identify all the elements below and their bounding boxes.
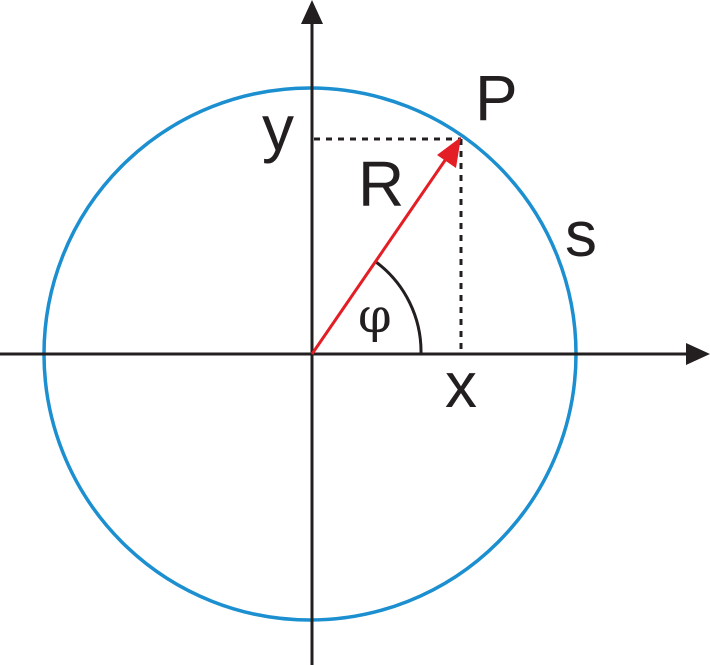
- label-x: x: [445, 349, 477, 421]
- label-y: y: [262, 92, 294, 164]
- label-angle-phi: φ: [358, 288, 392, 344]
- label-radius-r: R: [358, 148, 404, 220]
- label-arc-s: s: [565, 198, 597, 270]
- angle-arc: [375, 260, 423, 355]
- radius-arrowhead-icon: [437, 137, 461, 168]
- radius-vector: [310, 155, 450, 355]
- x-axis-arrowhead-icon: [686, 343, 710, 365]
- label-point-p: P: [475, 62, 518, 134]
- y-axis-arrowhead-icon: [301, 0, 323, 24]
